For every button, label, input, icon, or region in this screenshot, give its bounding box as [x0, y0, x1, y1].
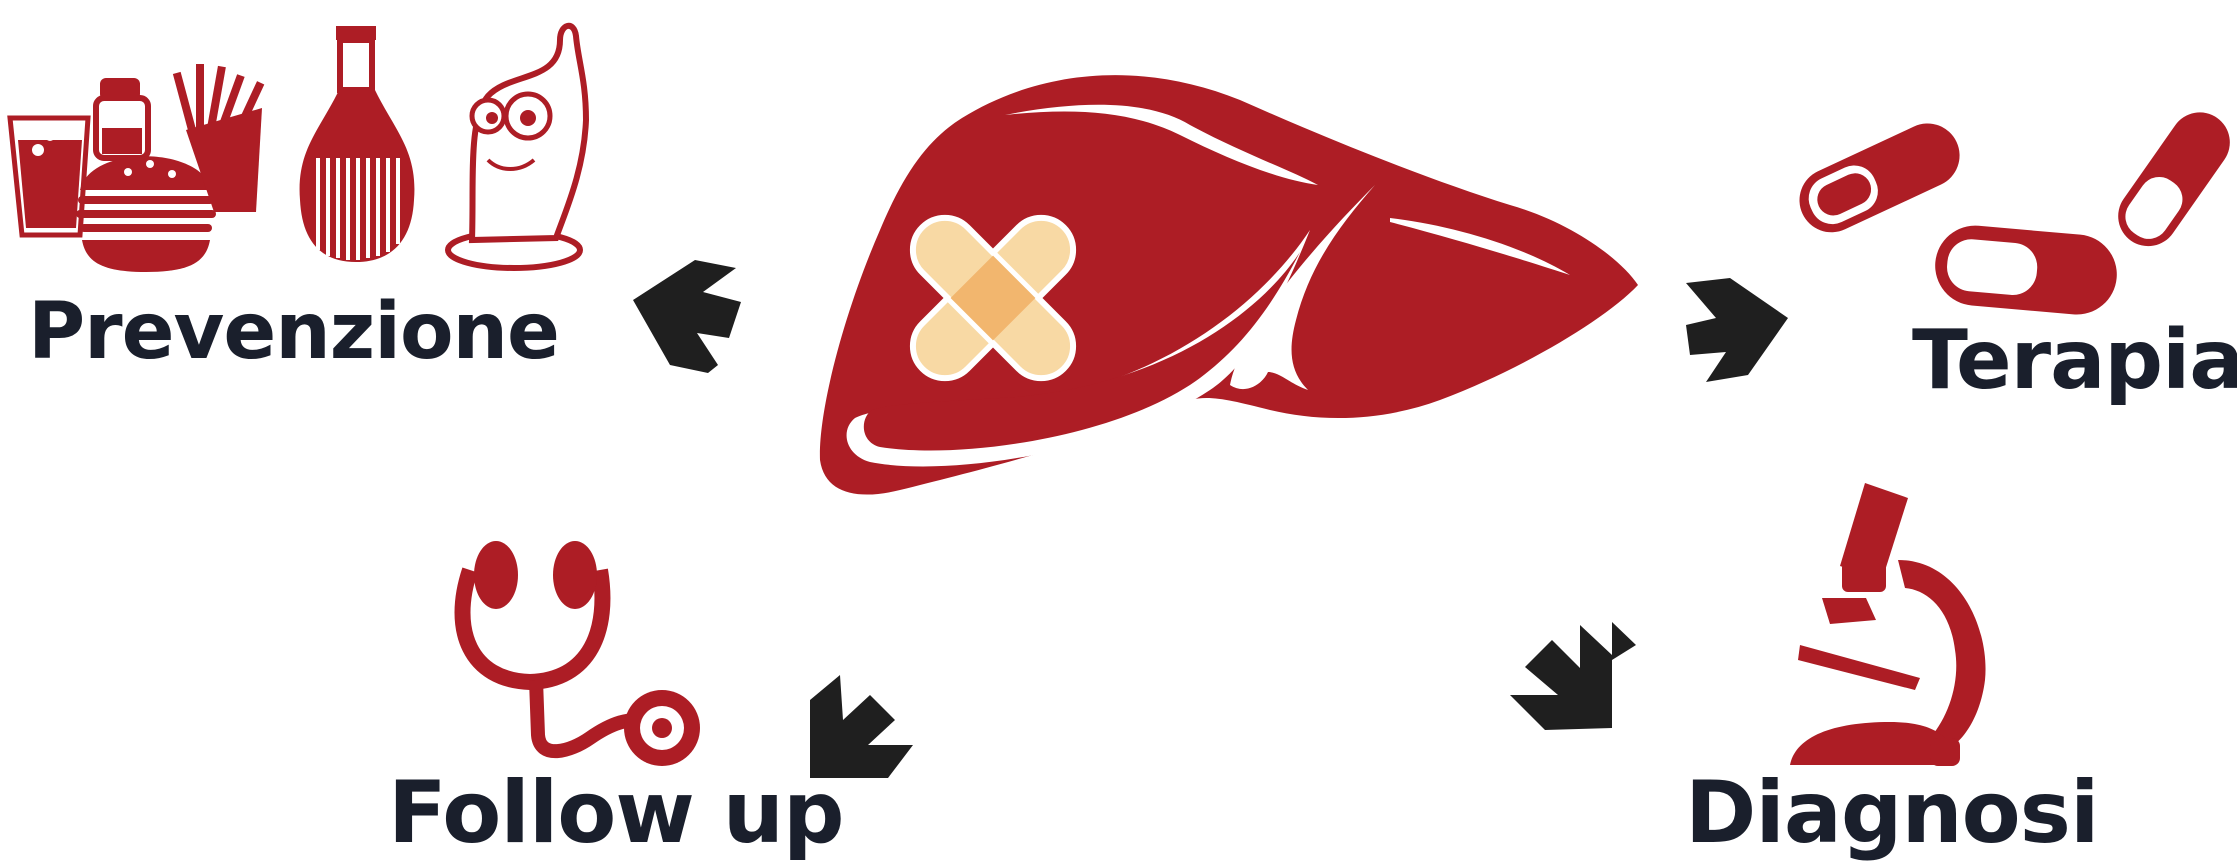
drink-glass-icon [10, 118, 88, 235]
microscope-icon [1790, 483, 1986, 766]
prevenzione-icons [10, 26, 586, 272]
wine-flask-icon [300, 26, 415, 262]
salt-shaker-icon [96, 78, 148, 158]
label-follow-up: Follow up [388, 770, 844, 856]
arrow-right-icon [1686, 278, 1788, 382]
pills-icon [1789, 101, 2237, 318]
liver-with-bandage-icon [820, 75, 1638, 494]
stethoscope-icon [463, 541, 701, 766]
label-diagnosi: Diagnosi [1685, 770, 2098, 856]
arrow-up-left-icon [633, 260, 741, 373]
arrow-down-right-icon [1510, 622, 1636, 730]
label-prevenzione: Prevenzione [28, 293, 559, 371]
burger-icon [76, 156, 216, 272]
condom-mascot-icon [448, 26, 586, 268]
label-terapia: Terapia [1912, 320, 2237, 402]
